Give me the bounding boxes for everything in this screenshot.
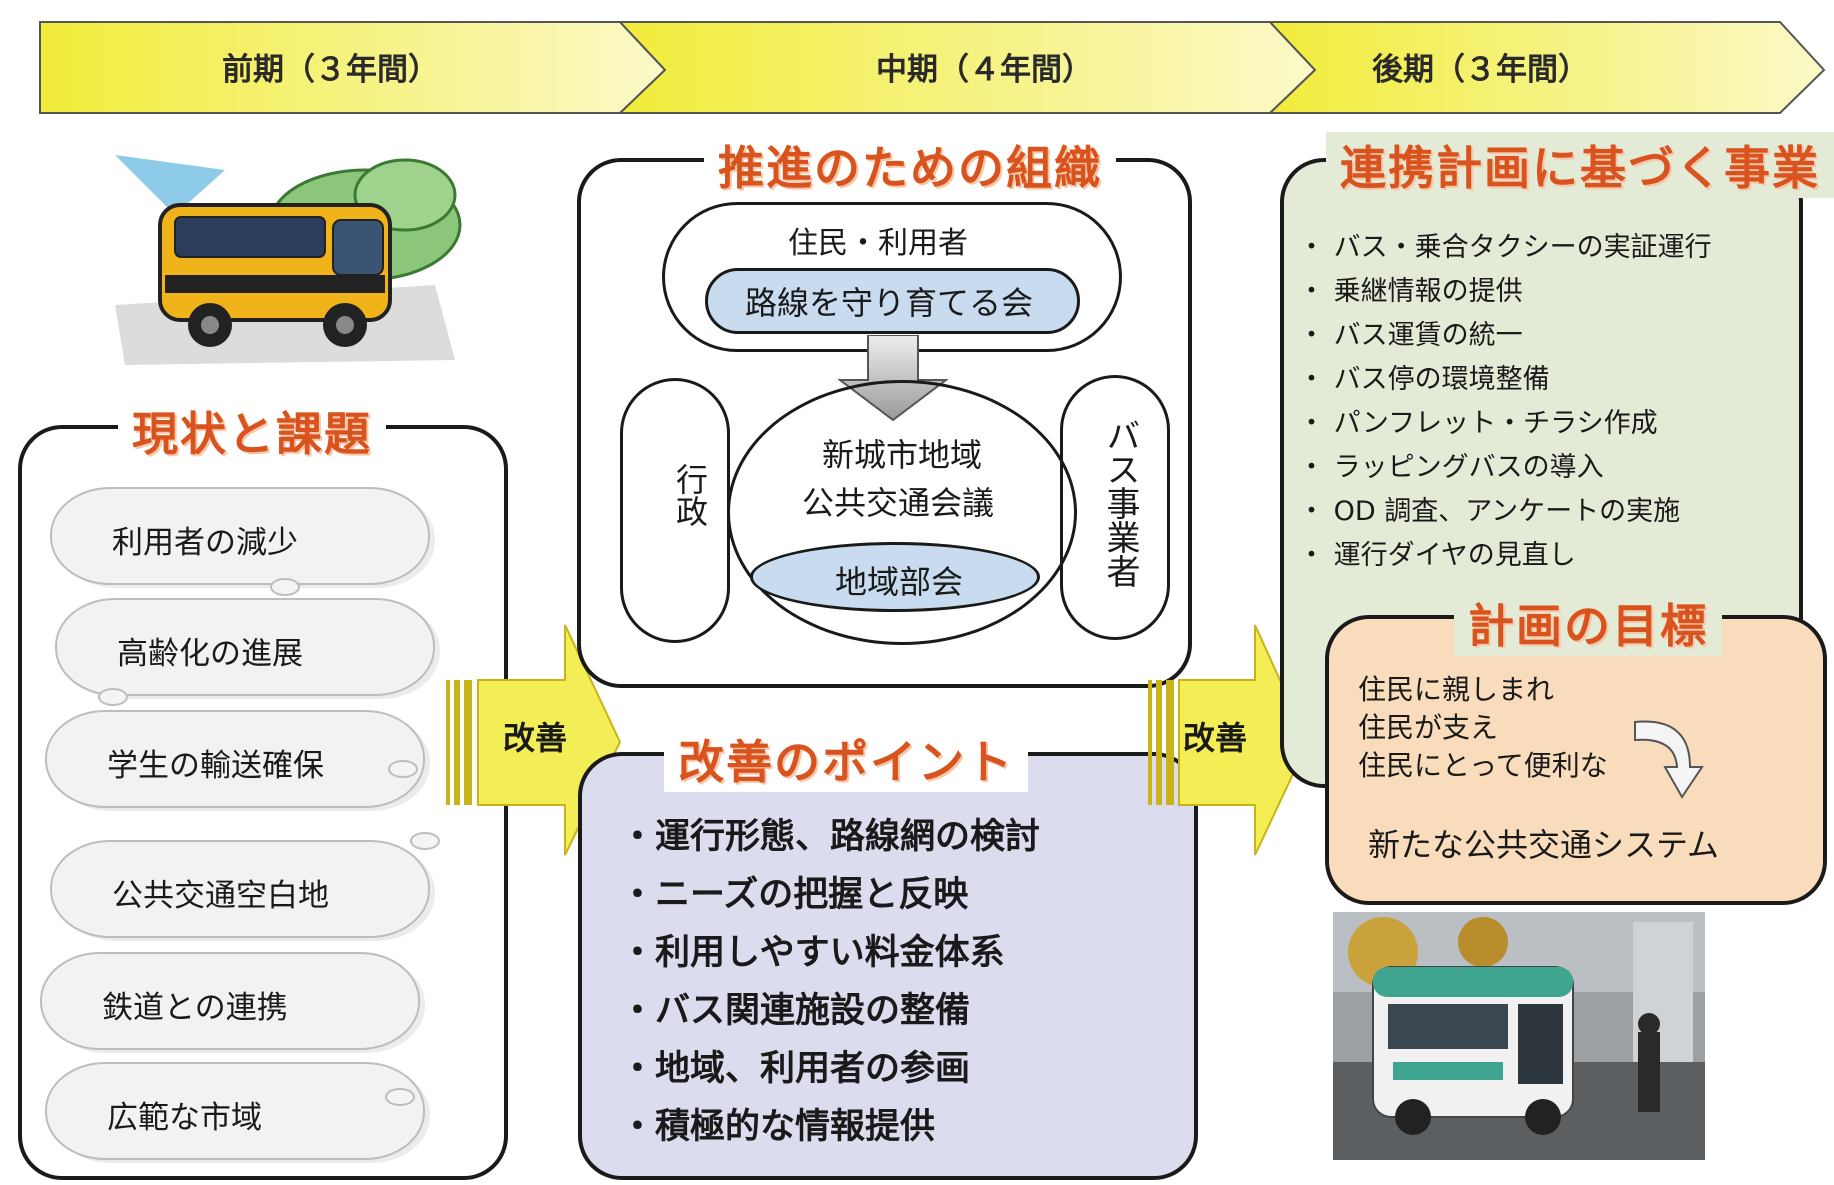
regional-subcommittee-label: 地域部会	[835, 563, 964, 601]
plan-goal-title: 計画の目標	[1454, 590, 1722, 656]
issue-cloud: 利用者の減少	[50, 487, 430, 585]
cloud-bubble	[98, 688, 128, 706]
project-item: ・ バス・乗合タクシーの実証運行	[1298, 232, 1712, 263]
curved-arrow-icon	[1634, 720, 1704, 799]
issue-text: 利用者の減少	[112, 525, 298, 561]
cloud-bubble	[385, 1088, 415, 1106]
plan-projects-title: 連携計画に基づく事業	[1326, 132, 1834, 198]
community-bus-photo	[1333, 912, 1705, 1160]
improvement-points-title: 改善のポイント	[664, 726, 1028, 792]
project-item: ・ バス停の環境整備	[1298, 364, 1550, 395]
administration-label: 行政	[671, 463, 709, 527]
point-item: ・バス関連施設の整備	[620, 991, 971, 1031]
society-label: 路線を守り育てる会	[745, 284, 1034, 322]
cloud-bubble	[410, 832, 440, 850]
current-issues-title: 現状と課題	[118, 398, 386, 464]
issue-cloud: 学生の輸送確保	[45, 710, 425, 808]
issue-text: 公共交通空白地	[112, 878, 329, 914]
issue-text: 広範な市域	[107, 1100, 262, 1136]
point-item: ・ニーズの把握と反映	[620, 875, 969, 915]
plan-goal-box	[1325, 615, 1827, 905]
issue-text: 学生の輸送確保	[107, 748, 324, 784]
project-item: ・ バス運賃の統一	[1298, 320, 1523, 351]
organization-title: 推進のための組織	[704, 132, 1116, 198]
point-item: ・地域、利用者の参画	[620, 1049, 971, 1089]
point-item: ・利用しやすい料金体系	[620, 933, 1005, 973]
goal-line2: 住民が支え	[1358, 711, 1499, 744]
phase-early-label: 前期（３年間）	[222, 52, 439, 88]
goal-line3: 住民にとって便利な	[1358, 749, 1608, 782]
improvement-arrow-right	[1148, 624, 1310, 856]
project-item: ・ ラッピングバスの導入	[1298, 452, 1604, 483]
point-item: ・積極的な情報提供	[620, 1107, 936, 1147]
issue-cloud: 鉄道との連携	[40, 952, 420, 1050]
improvement-label-left: 改善	[503, 719, 568, 757]
cloud-bubble	[270, 578, 300, 596]
improvement-points-box	[578, 752, 1198, 1180]
issue-cloud: 公共交通空白地	[50, 840, 430, 938]
goal-result: 新たな公共交通システム	[1368, 826, 1720, 864]
improvement-label-right: 改善	[1183, 719, 1248, 757]
regional-subcommittee-pill	[750, 542, 1040, 612]
phase-middle-label: 中期（４年間）	[876, 52, 1093, 88]
council-ellipse	[727, 380, 1077, 645]
point-item: ・運行形態、路線網の検討	[620, 817, 1041, 857]
bus-operators-label: バス事業者	[1100, 418, 1140, 588]
project-item: ・ OD 調査、アンケートの実施	[1298, 496, 1681, 527]
project-item: ・ 乗継情報の提供	[1298, 276, 1523, 307]
council-line1: 新城市地域	[822, 436, 983, 474]
project-item: ・ パンフレット・チラシ作成	[1298, 408, 1658, 439]
council-line2: 公共交通会議	[802, 484, 995, 522]
issue-text: 鉄道との連携	[102, 990, 288, 1026]
project-item: ・ 運行ダイヤの見直し	[1298, 540, 1576, 571]
issue-cloud: 高齢化の進展	[55, 598, 435, 696]
school-bus-illustration	[115, 155, 462, 365]
issue-text: 高齢化の進展	[117, 636, 303, 672]
phase-banner	[39, 21, 1826, 114]
issue-cloud: 広範な市域	[45, 1062, 425, 1160]
phase-late-label: 後期（３年間）	[1372, 52, 1589, 88]
residents-label: 住民・利用者	[788, 226, 968, 261]
goal-line1: 住民に親しまれ	[1358, 673, 1555, 706]
phase-late-chevron	[1267, 21, 1826, 114]
cloud-bubble	[388, 760, 418, 778]
society-pill	[705, 268, 1080, 334]
